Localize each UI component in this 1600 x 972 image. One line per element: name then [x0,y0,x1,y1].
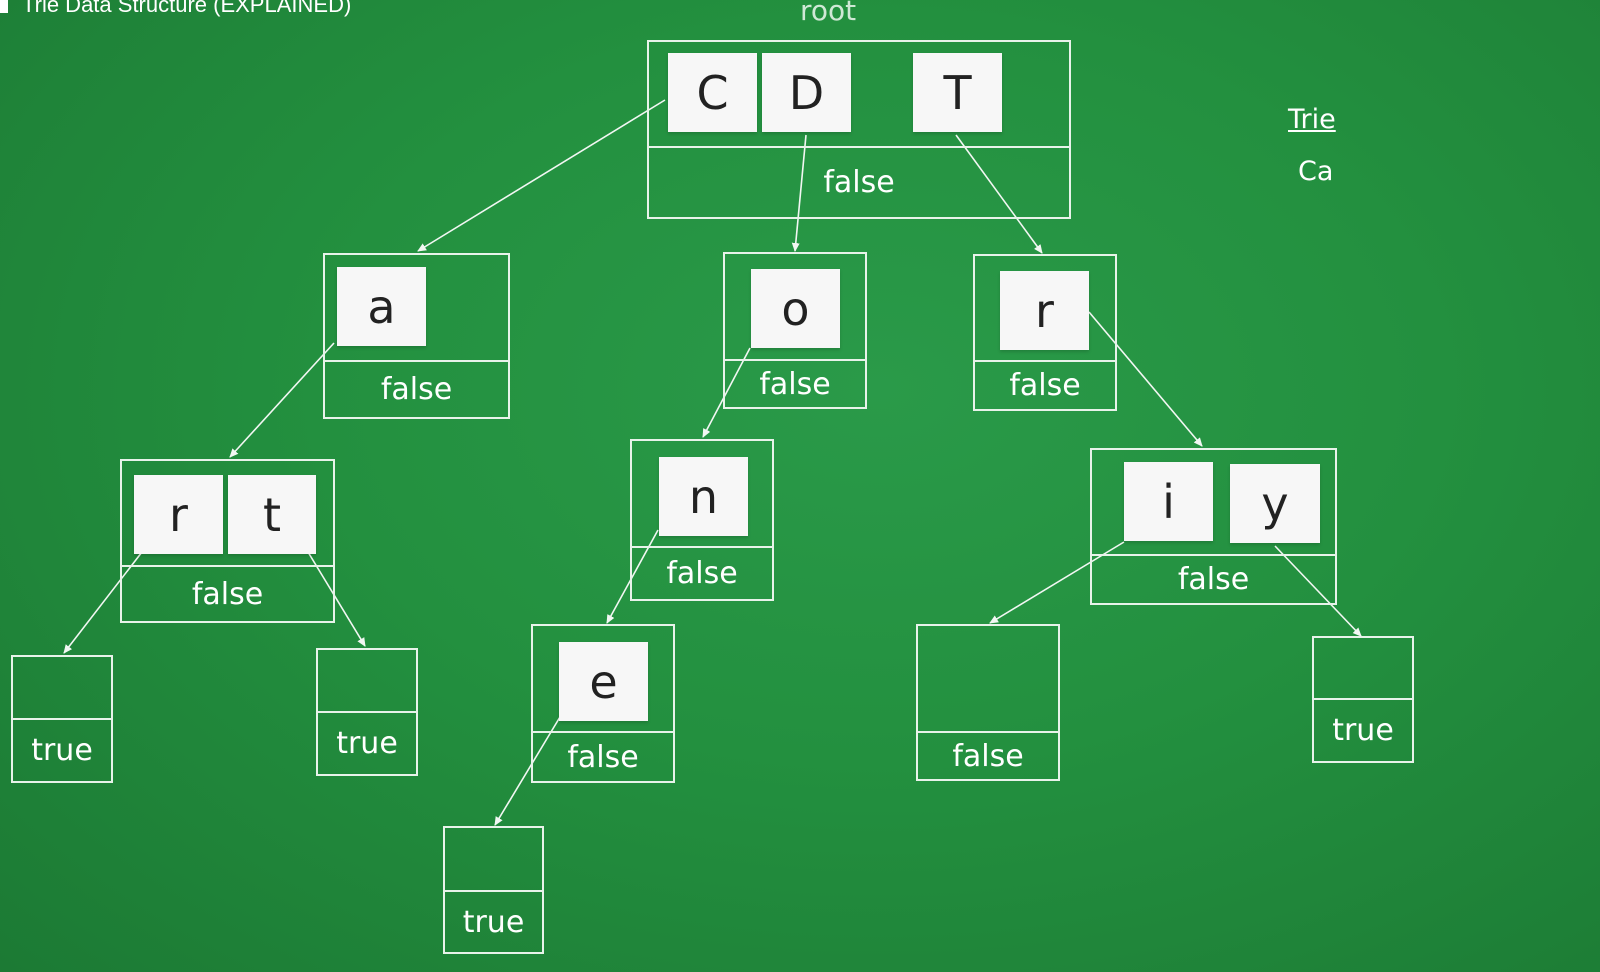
trie-node-empty: false [916,624,1060,781]
letter-box-a: a [337,267,426,346]
trie-node-leaf-cat: true [316,648,418,776]
letter-box-e: e [559,642,648,721]
trie-node-e: e false [531,624,675,783]
legend-typed-prefix: Ca [1298,156,1334,187]
trie-node-leaf-car: true [11,655,113,783]
end-flag: false [975,360,1115,409]
end-flag: false [1092,554,1335,603]
letter-box-y: y [1230,464,1320,543]
edge-a-to-rt [229,342,335,458]
end-flag: true [318,711,416,774]
end-flag: true [13,718,111,781]
end-flag: false [725,359,865,407]
edge-o-to-n [702,347,751,438]
video-title-text: Trie Data Structure (EXPLAINED) [22,0,352,17]
end-flag: false [649,146,1069,217]
title-marker [0,0,8,14]
end-flag: false [325,360,508,417]
trie-node-leaf-try: true [1312,636,1414,763]
trie-node-iy: i y false [1090,448,1337,605]
trie-node-o: o false [723,252,867,409]
end-flag: true [445,890,542,952]
letter-box-r: r [134,475,223,554]
trie-node-rt: r t false [120,459,335,623]
letter-box-t: t [228,475,316,554]
end-flag: false [632,546,772,599]
letter-box-D: D [762,53,851,132]
letter-box-o: o [751,269,840,348]
trie-node-n: n false [630,439,774,601]
letter-box-C: C [668,53,757,132]
edge-t-to-cat [307,551,366,647]
letter-box-T: T [913,53,1002,132]
trie-node-leaf-done: true [443,826,544,954]
edge-r-to-iy [1088,311,1203,447]
edge-C-to-a [417,99,666,252]
end-flag: false [533,731,673,781]
legend-trie-word: Trie [1288,104,1336,135]
edge-T-to-r [955,134,1043,254]
trie-node-root: C D T false [647,40,1071,219]
letter-box-r: r [1000,271,1089,350]
edge-r-to-car [63,551,143,654]
end-flag: true [1314,698,1412,761]
end-flag: false [918,731,1058,779]
end-flag: false [122,565,333,621]
video-title: Trie Data Structure (EXPLAINED) [0,0,351,20]
edge-y-to-try [1274,545,1362,637]
trie-node-r: r false [973,254,1117,411]
trie-node-a: a false [323,253,510,419]
edge-D-to-o [791,134,807,252]
letter-box-n: n [659,457,748,536]
edge-e-to-done [494,716,561,826]
edge-n-to-e [606,529,659,624]
root-label: root [800,0,857,27]
letter-box-i: i [1124,462,1213,541]
